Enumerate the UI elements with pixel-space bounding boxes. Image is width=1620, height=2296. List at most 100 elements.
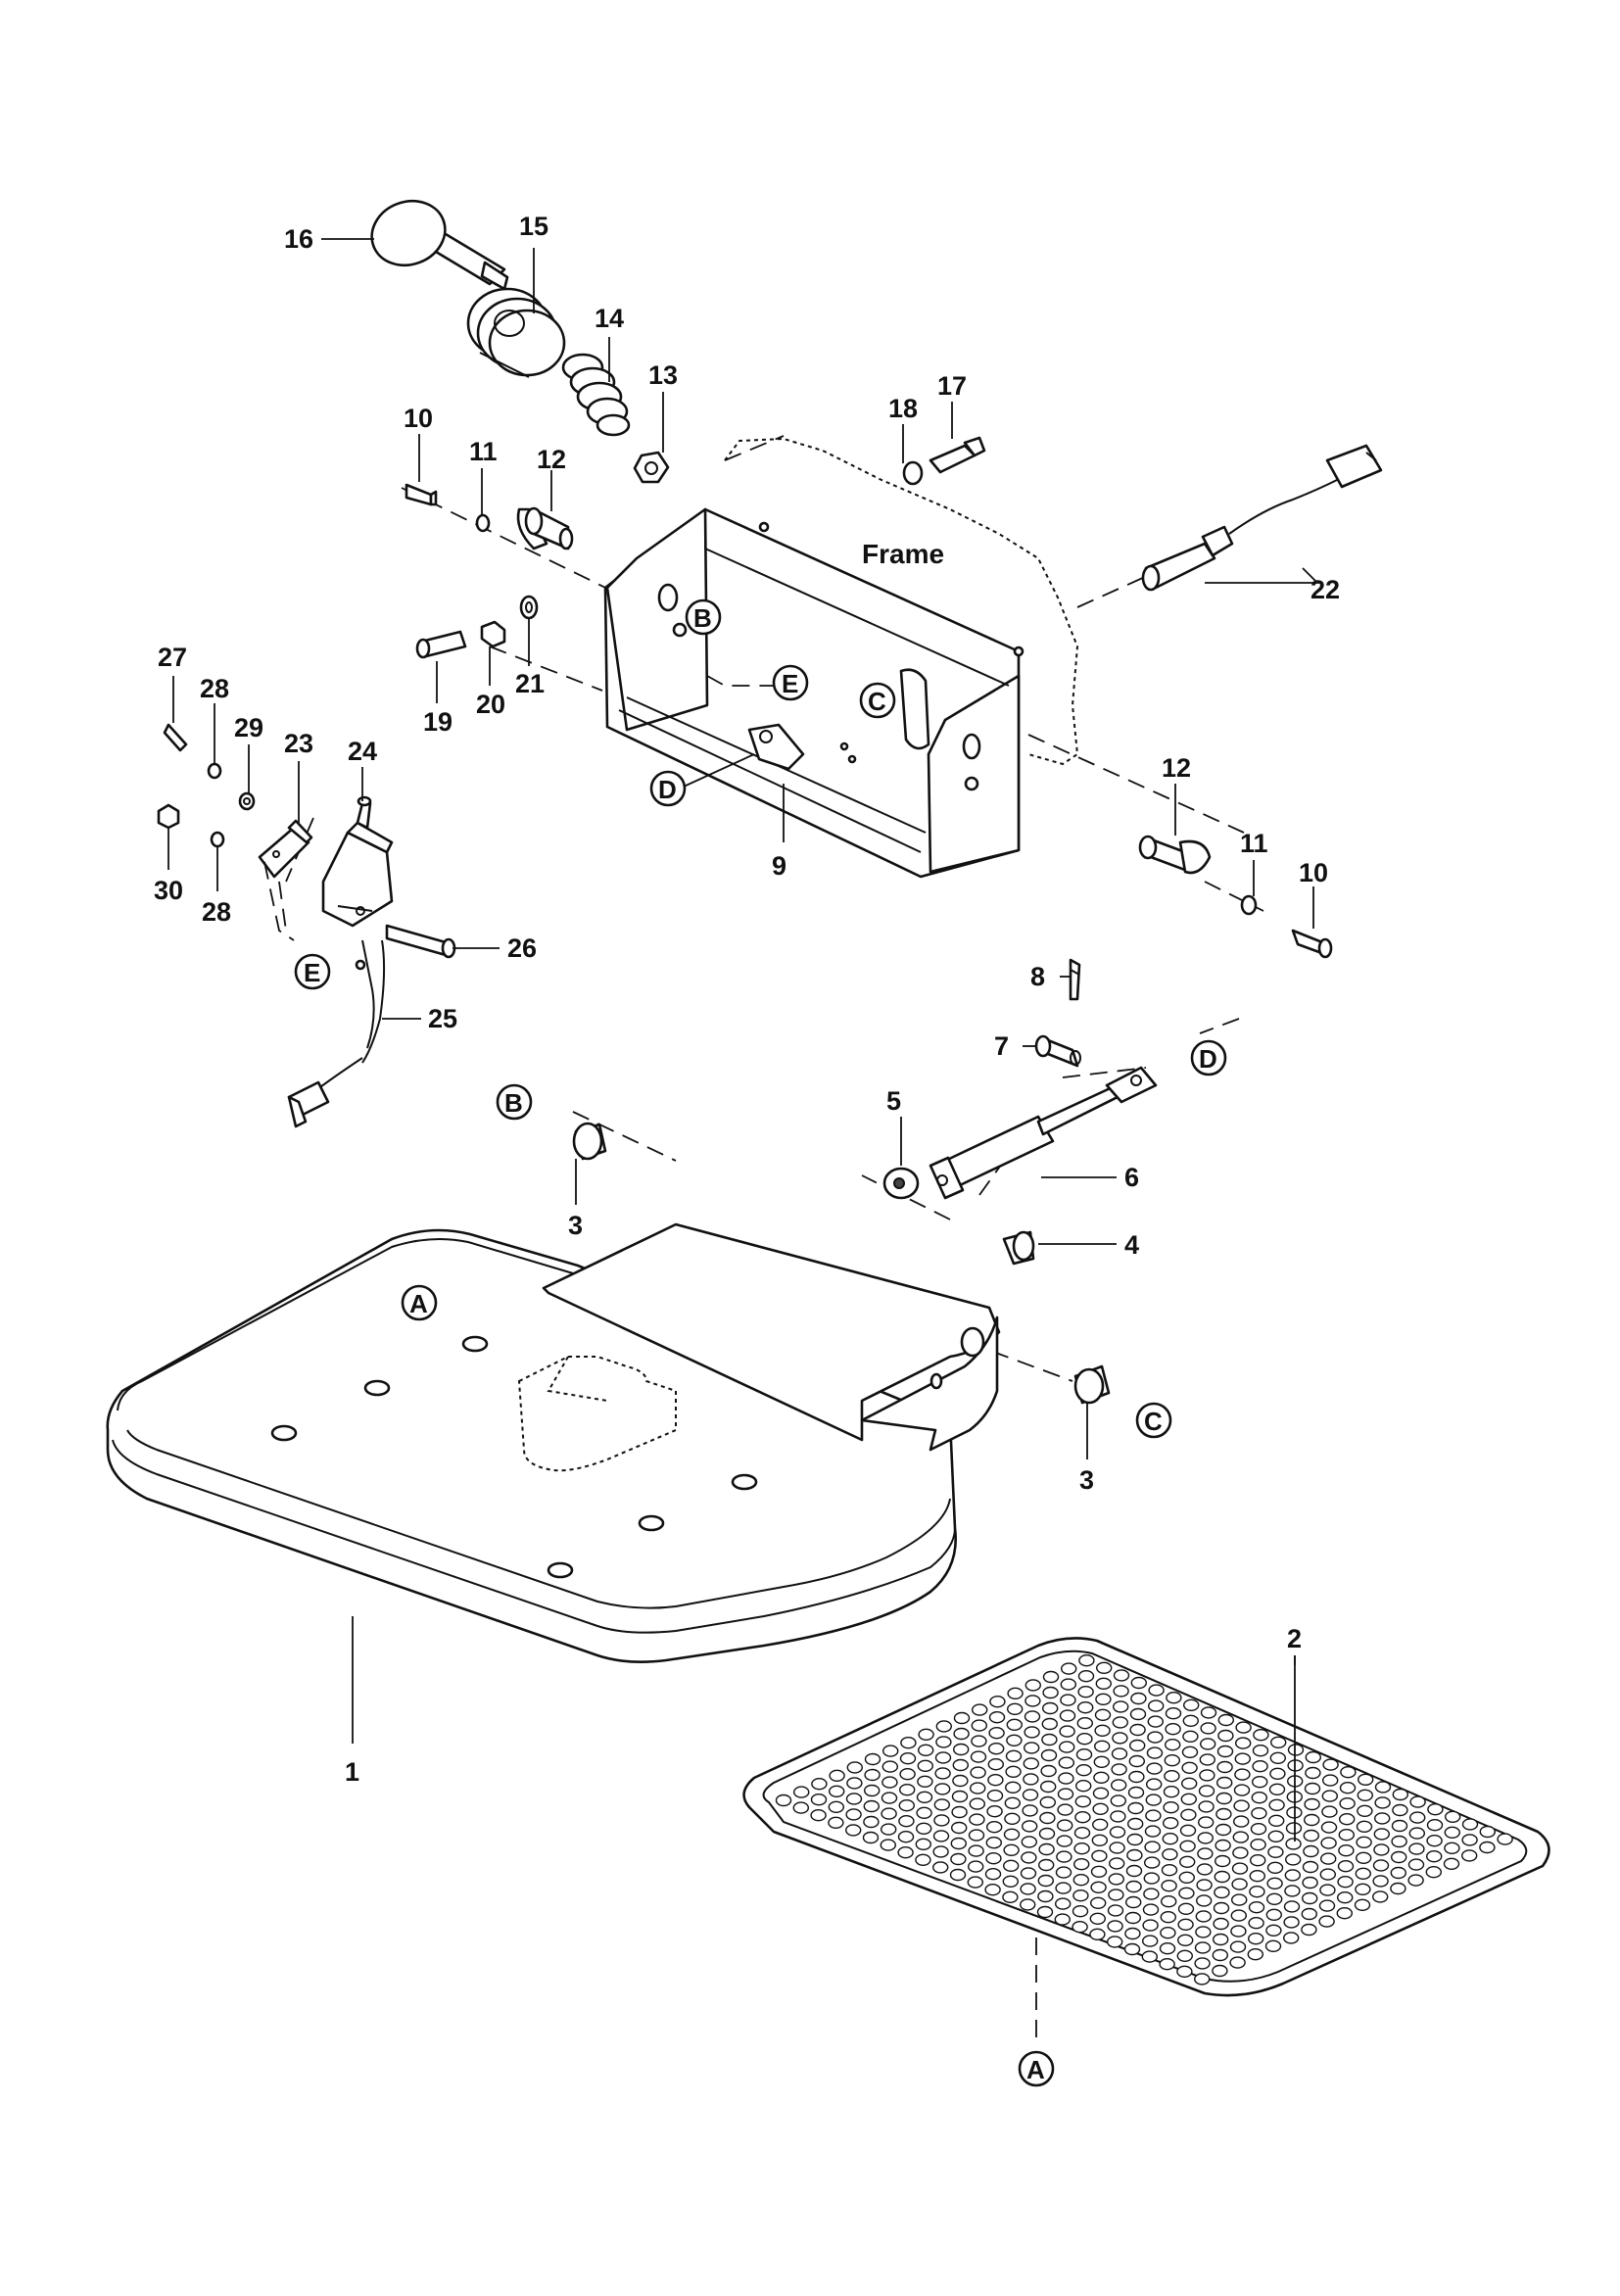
mat-nub — [1251, 1791, 1268, 1804]
gas-spring-part-6 — [929, 1066, 1158, 1200]
mat-nub — [1159, 1957, 1175, 1971]
mat-nub — [1249, 1869, 1266, 1883]
mat-nub — [1443, 1857, 1460, 1871]
mat-nub — [1177, 1918, 1194, 1932]
mat-nub — [968, 1860, 984, 1873]
mat-nub — [1127, 1786, 1145, 1799]
mat-nub — [1338, 1812, 1356, 1826]
mat-nub — [1093, 1740, 1111, 1753]
mat-nub — [1039, 1811, 1056, 1825]
ref-marker-E-bracket: E — [772, 664, 809, 701]
mat-nub — [1266, 1861, 1284, 1875]
bushing-part-3-left — [572, 1122, 607, 1161]
mat-nub — [1076, 1716, 1094, 1730]
mat-nub — [1268, 1798, 1285, 1812]
bolt-part-10-right — [1291, 929, 1333, 959]
leader-lines — [167, 238, 1320, 1842]
stud-part-4 — [1002, 1230, 1035, 1266]
mat-nub — [1020, 1867, 1037, 1880]
ref-marker-D-bracket: D — [649, 770, 687, 807]
label-part-1: 1 — [345, 1757, 359, 1787]
mat-nub — [1179, 1840, 1196, 1853]
mat-nub — [1408, 1811, 1426, 1824]
mat-nub — [1054, 1913, 1072, 1926]
mat-nub — [952, 1758, 969, 1772]
mat-nub — [1180, 1777, 1198, 1791]
mat-nub — [1159, 1941, 1176, 1955]
mat-nub — [1024, 1726, 1040, 1739]
mat-nub — [1217, 1729, 1234, 1743]
mat-nub — [1145, 1794, 1163, 1806]
mat-nub — [1374, 1796, 1391, 1809]
mat-nub — [933, 1798, 950, 1811]
mat-nub — [1265, 1908, 1283, 1922]
mat-nub — [1199, 1769, 1215, 1782]
mat-nub — [1106, 1936, 1123, 1948]
mat-nub — [971, 1735, 987, 1747]
mat-nub — [898, 1814, 915, 1828]
svg-text:B: B — [504, 1088, 523, 1118]
label-part-5: 5 — [886, 1086, 901, 1116]
mat-nub — [829, 1785, 845, 1798]
mat-nub — [972, 1703, 988, 1716]
wire-part-25 — [287, 939, 386, 1128]
mat-nub — [1215, 1792, 1233, 1805]
mat-nub — [1165, 1722, 1181, 1736]
mat-nub — [989, 1695, 1006, 1708]
mat-nub — [1021, 1836, 1038, 1848]
mat-nub — [1091, 1818, 1109, 1832]
mat-nub — [971, 1719, 987, 1732]
mat-nub — [1112, 1700, 1129, 1713]
mat-nub — [810, 1793, 828, 1806]
washer-part-18 — [902, 460, 924, 486]
mat-nub — [1078, 1653, 1095, 1667]
mat-nub — [1200, 1706, 1217, 1719]
mat-nub — [986, 1820, 1003, 1834]
mat-nub — [1143, 1872, 1161, 1885]
mat-nub — [1181, 1746, 1199, 1759]
mat-nub — [1357, 1804, 1373, 1818]
mat-nub — [1164, 1738, 1181, 1751]
mat-nub — [968, 1844, 984, 1857]
mat-nub — [1002, 1875, 1020, 1889]
mat-nub — [1479, 1841, 1496, 1854]
mat-nub — [1089, 1928, 1106, 1941]
mat-nub — [1160, 1910, 1177, 1924]
mat-nub — [1072, 1904, 1089, 1918]
mat-nub — [1269, 1736, 1287, 1749]
mat-nub — [1006, 1718, 1024, 1732]
mat-nub — [899, 1751, 917, 1765]
mat-nub — [1233, 1784, 1251, 1796]
label-part-10-left: 10 — [404, 404, 433, 433]
mat-nub — [1269, 1751, 1287, 1765]
mat-nub — [917, 1759, 933, 1773]
mat-nub — [1199, 1753, 1216, 1766]
mat-nub-pattern — [775, 1653, 1513, 1985]
mat-nub — [934, 1767, 951, 1780]
label-part-3-right: 3 — [1079, 1465, 1094, 1495]
mat-nub — [1072, 1889, 1089, 1902]
mat-nub — [1497, 1833, 1513, 1845]
mat-nub — [1093, 1771, 1110, 1785]
ref-marker-A-bottom: A — [1018, 2050, 1055, 2087]
mat-nub — [1123, 1942, 1141, 1956]
label-part-13: 13 — [648, 360, 678, 390]
mat-nub — [1002, 1890, 1019, 1904]
mat-nub — [970, 1750, 987, 1763]
mat-nub — [934, 1783, 951, 1795]
label-part-9: 9 — [772, 851, 786, 881]
mat-nub — [984, 1867, 1002, 1881]
mat-nub — [1147, 1715, 1165, 1728]
mat-nub — [1112, 1716, 1129, 1729]
mat-nub — [1197, 1832, 1215, 1844]
mat-nub — [1093, 1755, 1111, 1769]
mat-nub — [1356, 1836, 1372, 1849]
mat-nub — [1041, 1733, 1058, 1746]
mat-nub — [1005, 1765, 1022, 1779]
washer-part-11-right — [1240, 894, 1258, 916]
mat-nub — [949, 1868, 967, 1882]
mat-nub — [1141, 1950, 1159, 1963]
mat-nub — [1059, 1709, 1076, 1722]
mat-nub — [967, 1876, 983, 1889]
